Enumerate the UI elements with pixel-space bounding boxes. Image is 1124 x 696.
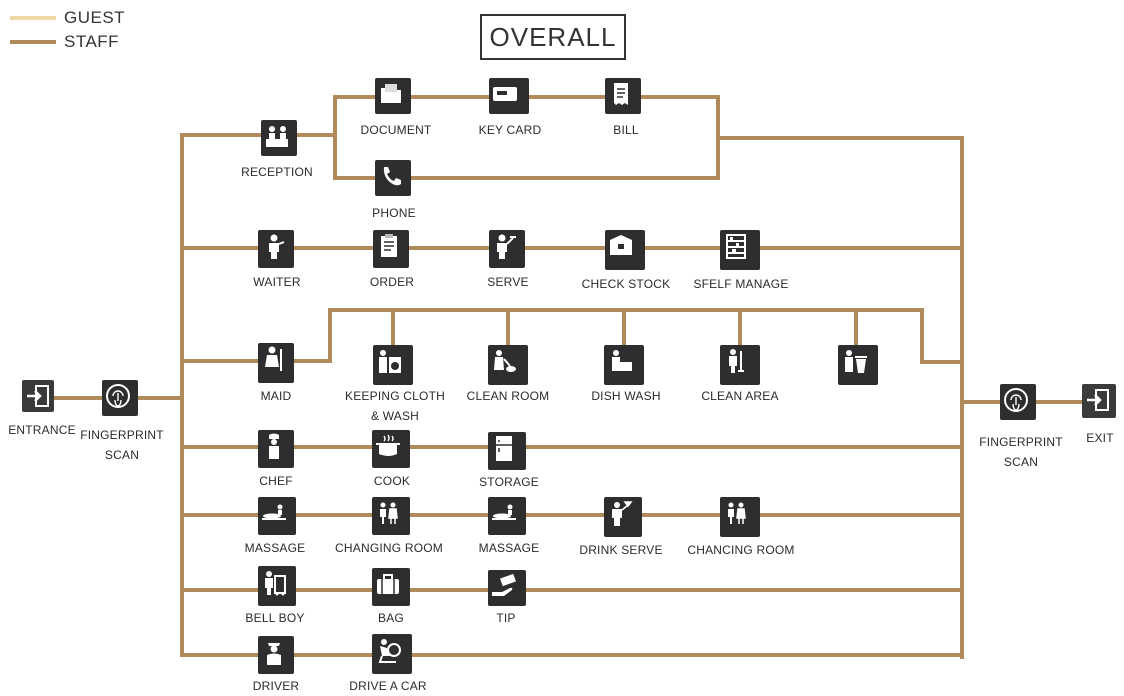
legend-staff: STAFF xyxy=(10,30,125,54)
bill-icon xyxy=(605,78,641,114)
bag-label: BAG xyxy=(378,611,404,625)
legend-staff-swatch xyxy=(10,40,56,44)
key-card-label: KEY CARD xyxy=(478,123,542,137)
tip-icon xyxy=(488,570,526,606)
reception-icon xyxy=(261,120,297,156)
cook-label: COOK xyxy=(373,474,411,488)
clean-room-label: CLEAN ROOM xyxy=(466,389,550,403)
waiter-label: WAITER xyxy=(253,275,301,289)
changing-room-icon xyxy=(372,497,410,535)
legend: GUEST STAFF xyxy=(10,6,125,54)
diagram-title: OVERALL xyxy=(480,14,626,60)
massage-2-label: MASSAGE xyxy=(478,541,540,555)
entrance-label: ENTRANCE xyxy=(8,423,76,437)
check-stock-icon xyxy=(605,230,645,270)
maid-icon xyxy=(258,343,294,383)
order-icon xyxy=(373,230,409,268)
storage-icon xyxy=(488,432,526,470)
phone-label: PHONE xyxy=(372,206,416,220)
keeping-cloth-icon xyxy=(373,345,413,385)
chef-icon xyxy=(258,430,294,468)
exit-label: EXIT xyxy=(1086,431,1114,445)
phone-icon xyxy=(375,160,411,196)
bill-label: BILL xyxy=(613,123,639,137)
massage-1-icon xyxy=(258,497,296,535)
serve-icon xyxy=(489,230,525,268)
waiter-icon xyxy=(258,230,294,268)
legend-guest: GUEST xyxy=(10,6,125,30)
check-stock-label: CHECK STOCK xyxy=(581,277,671,291)
keeping-cloth-label: KEEPING CLOTH & WASH xyxy=(345,389,445,423)
dish-wash-icon xyxy=(604,345,644,385)
order-label: ORDER xyxy=(369,275,415,289)
entrance-icon xyxy=(22,380,54,412)
key-card-icon xyxy=(489,78,529,114)
fingerprint-in-label: FINGERPRINT SCAN xyxy=(80,428,164,462)
drive-a-car-label: DRIVE A CAR xyxy=(349,679,427,693)
document-label: DOCUMENT xyxy=(360,123,432,137)
changing-room-label: CHANGING ROOM xyxy=(335,541,443,555)
drink-serve-icon xyxy=(604,497,642,537)
reception-label: RECEPTION xyxy=(241,165,313,179)
legend-staff-label: STAFF xyxy=(64,32,120,51)
flow-line-reception-loop xyxy=(333,95,720,180)
chancing-room-label: CHANCING ROOM xyxy=(687,543,795,557)
driver-icon xyxy=(258,636,294,674)
fingerprint-out-icon xyxy=(1000,384,1036,420)
bell-boy-label: BELL BOY xyxy=(245,611,305,625)
shelf-manage-label: SFELF MANAGE xyxy=(693,277,789,291)
dish-wash-label: DISH WASH xyxy=(591,389,661,403)
bag-icon xyxy=(372,568,410,606)
shelf-manage-icon xyxy=(720,230,760,270)
staff-flow-lines xyxy=(43,95,1102,659)
storage-label: STORAGE xyxy=(479,475,539,489)
chancing-room-icon xyxy=(720,497,760,537)
legend-guest-swatch xyxy=(10,16,56,20)
massage-2-icon xyxy=(488,497,526,535)
serve-label: SERVE xyxy=(487,275,529,289)
clean-room-icon xyxy=(488,345,528,385)
drink-serve-label: DRINK SERVE xyxy=(579,543,663,557)
cook-icon xyxy=(372,430,410,468)
chef-label: CHEF xyxy=(259,474,293,488)
tip-label: TIP xyxy=(496,611,516,625)
fingerprint-out-label: FINGERPRINT SCAN xyxy=(979,435,1063,469)
drive-a-car-icon xyxy=(372,634,412,674)
clean-area-label: CLEAN AREA xyxy=(701,389,779,403)
document-icon xyxy=(375,78,411,114)
fingerprint-in-icon xyxy=(102,380,138,416)
trash-disposal-icon xyxy=(838,345,878,385)
legend-guest-label: GUEST xyxy=(64,8,126,27)
maid-label: MAID xyxy=(260,389,292,403)
exit-icon xyxy=(1082,384,1116,418)
clean-area-icon xyxy=(720,345,760,385)
driver-label: DRIVER xyxy=(252,679,300,693)
bell-boy-icon xyxy=(258,566,296,606)
massage-1-label: MASSAGE xyxy=(244,541,306,555)
